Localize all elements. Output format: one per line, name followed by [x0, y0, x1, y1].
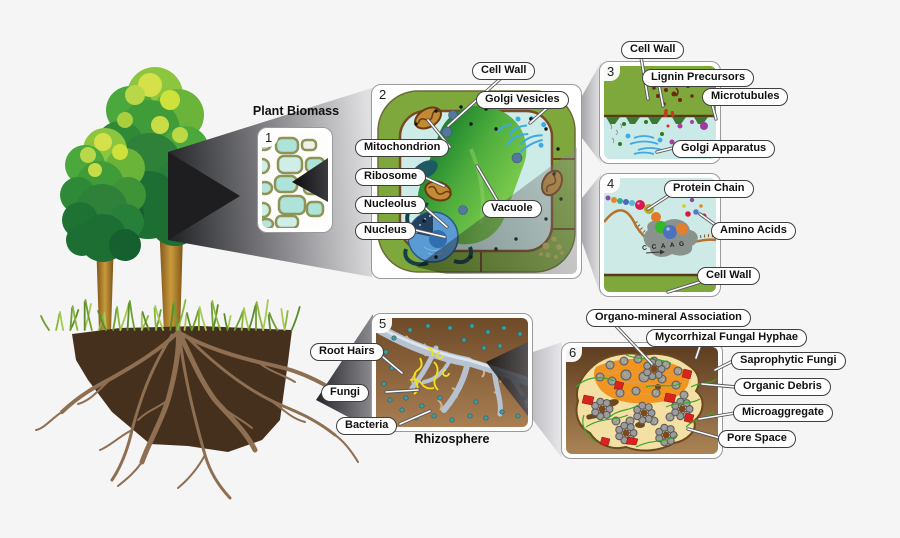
lignin-deposit [663, 108, 675, 117]
label-cell-wall-p3: Cell Wall [621, 41, 685, 59]
codon-arrow [645, 249, 665, 255]
panel-plant-biomass: 1 [257, 127, 333, 233]
zoom-wedge [486, 342, 528, 416]
label-pore-space: Pore Space [718, 430, 796, 448]
label-microtubules: Microtubules [702, 88, 789, 106]
label-golgi-vesicles: Golgi Vesicles [476, 91, 569, 109]
label-ribosome: Ribosome [355, 168, 427, 186]
label-cell-wall-p2: Cell Wall [472, 62, 536, 80]
label-mycorrhizal-fungal-hyphae: Mycorrhizal Fungal Hyphae [646, 329, 808, 347]
panel-rhizosphere: 5 [371, 313, 533, 432]
label-fungi: Fungi [321, 384, 369, 402]
golgi-apparatus-graphic [625, 133, 663, 155]
label-mitochondrion: Mitochondrion [355, 139, 450, 157]
saprophytic-fungi-graphic [581, 368, 695, 447]
rna-sequence: C C A A G [642, 240, 686, 252]
label-golgi-apparatus: Golgi Apparatus [672, 140, 776, 158]
label-lignin-precursors: Lignin Precursors [642, 69, 755, 87]
plant-biomass-caption: Plant Biomass [252, 104, 340, 118]
label-bacteria: Bacteria [336, 417, 398, 435]
label-saprophytic-fungi: Saprophytic Fungi [731, 352, 846, 370]
label-organic-debris: Organic Debris [734, 378, 831, 396]
panel-number: 2 [375, 86, 393, 104]
grass [40, 299, 301, 331]
panel-soil-aggregate: 6 [561, 342, 723, 459]
label-vacuole: Vacuole [482, 200, 542, 218]
panel-number: 5 [375, 315, 393, 333]
label-amino-acids: Amino Acids [711, 222, 796, 240]
soil-aggregate-graphic [566, 347, 718, 454]
panel-number: 4 [603, 175, 621, 193]
label-microaggregate: Microaggregate [733, 404, 833, 422]
panel-number: 3 [603, 63, 621, 81]
panel-number: 6 [565, 344, 583, 362]
mrna-ticks [634, 221, 716, 244]
label-nucleolus: Nucleolus [355, 196, 426, 214]
label-organo-mineral-association: Organo-mineral Association [586, 309, 751, 327]
plant-tissue-graphic [262, 132, 328, 228]
panel-number: 1 [261, 129, 279, 147]
rhizosphere-caption: Rhizosphere [414, 432, 490, 446]
microtubules-graphic [606, 117, 708, 124]
tree-canopies [60, 67, 209, 262]
rhizosphere-graphic [376, 318, 528, 427]
zoom-wedge [292, 158, 328, 202]
label-nucleus: Nucleus [355, 222, 416, 240]
label-cell-wall-p4: Cell Wall [697, 267, 761, 285]
root-system [35, 325, 359, 500]
enzyme-marks [609, 123, 623, 144]
label-root-hairs: Root Hairs [310, 343, 384, 361]
label-protein-chain: Protein Chain [664, 180, 754, 198]
